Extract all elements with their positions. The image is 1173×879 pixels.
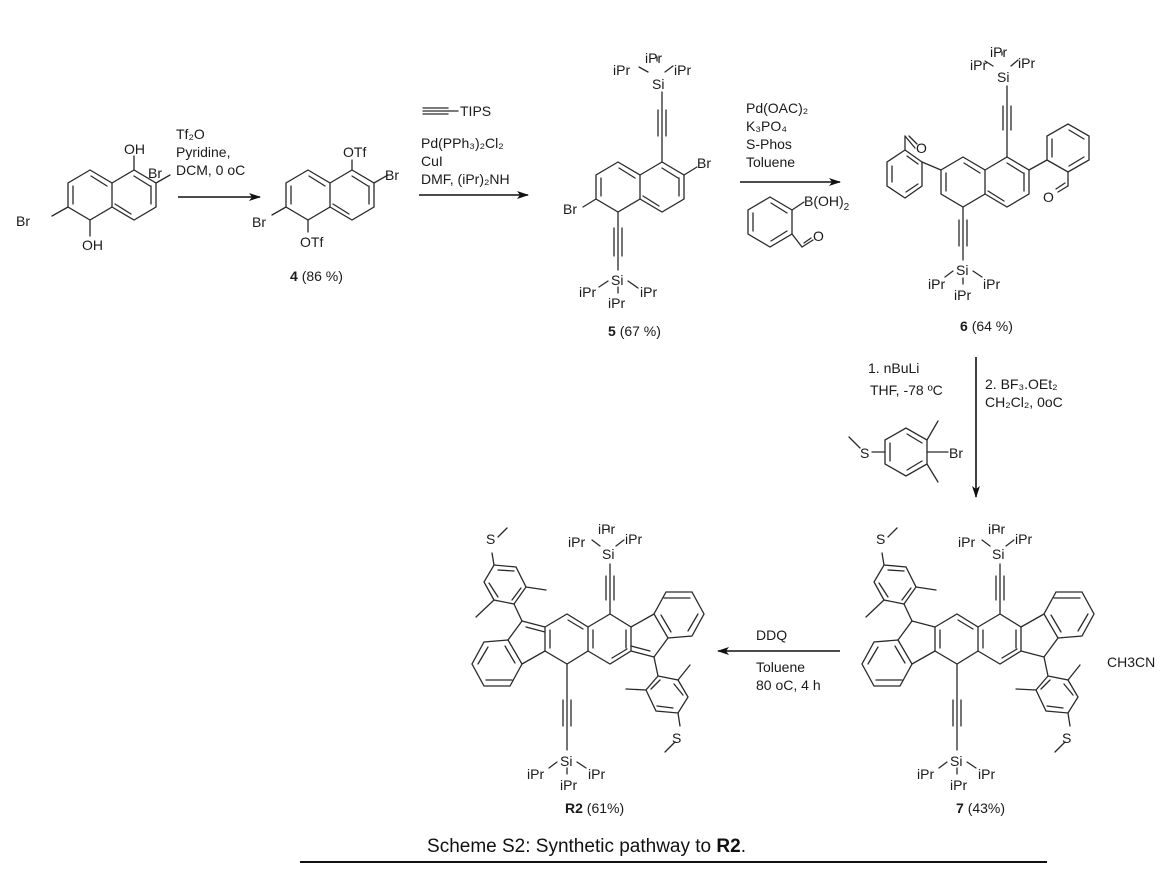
silicon-label: Si bbox=[611, 272, 623, 288]
compound-label: 5 (67 %) bbox=[608, 323, 661, 339]
step3-conditions: Pd(OAC)₂ K₃PO₄ S-Phos Toluene B(OH)2 O bbox=[740, 100, 850, 248]
compound-r2-structure: Si iPr iPr iPr S S Si iPr iPr iPr R2 (61… bbox=[471, 521, 705, 816]
reagent-line: DMF, (iPr)₂NH bbox=[421, 171, 510, 187]
sulfur-label: S bbox=[876, 531, 885, 547]
reagent-line: Pd(OAC)₂ bbox=[746, 100, 808, 116]
reagent-line: CH₂Cl₂, 0oC bbox=[985, 394, 1063, 410]
bromo-label: Br bbox=[16, 213, 30, 229]
isopropyl-label: iPr bbox=[588, 766, 605, 782]
reagent-line: S-Phos bbox=[746, 136, 792, 152]
aldehyde-oxygen-label: O bbox=[813, 228, 824, 244]
isopropyl-label: iPr bbox=[970, 57, 987, 73]
sulfur-label: S bbox=[860, 445, 869, 461]
isopropyl-label: iPr bbox=[640, 284, 657, 300]
compound-7-structure: Si iPr iPr iPr S S Si iPr iPr iPr 7 (43%… bbox=[861, 521, 1095, 816]
isopropyl-label: iPr bbox=[958, 534, 975, 550]
isopropyl-label: iPr bbox=[560, 777, 577, 793]
aldehyde-oxygen-label: O bbox=[1043, 189, 1054, 205]
compound-label: 4 (86 %) bbox=[290, 268, 343, 284]
boronic-acid-structure bbox=[747, 196, 814, 248]
isopropyl-label: iPr bbox=[568, 534, 585, 550]
reagent-line: Pyridine, bbox=[176, 144, 230, 160]
isopropyl-label: iPr bbox=[928, 276, 945, 292]
reagent-line: THF, -78 ºC bbox=[870, 382, 943, 398]
reagent-line: DCM, 0 oC bbox=[176, 162, 245, 178]
scheme-caption: Scheme S2: Synthetic pathway to R2. bbox=[0, 836, 1173, 858]
isopropyl-label: iPr bbox=[527, 766, 544, 782]
reagent-line: DDQ bbox=[756, 627, 787, 643]
caption-period: . bbox=[740, 836, 746, 857]
bromo-label: Br bbox=[252, 214, 266, 230]
isopropyl-label: iPr bbox=[608, 295, 625, 311]
reagent-line: 1. nBuLi bbox=[868, 360, 919, 376]
solvent-label: CH3CN bbox=[1107, 654, 1155, 670]
silicon-label: Si bbox=[956, 262, 968, 278]
compound-5-structure: Si iPr iPr iPr Br Br Si iPr iPr iPr 5 (6… bbox=[563, 50, 711, 339]
hydroxyl-label: OH bbox=[124, 141, 145, 157]
isopropyl-label: iPr bbox=[1018, 55, 1035, 71]
reagent-line: Toluene bbox=[756, 659, 805, 675]
caption-compound: R2 bbox=[716, 836, 741, 857]
reagent-line: 2. BF₃.OEt₂ bbox=[985, 376, 1058, 392]
caption-text: Scheme S2: Synthetic pathway to bbox=[427, 836, 717, 857]
isopropyl-label: iPr bbox=[598, 521, 615, 537]
compound-6-structure: Si iPr iPr iPr O O Si iPr iPr iPr 6 (64 … bbox=[886, 44, 1090, 334]
isopropyl-label: iPr bbox=[674, 62, 691, 78]
isopropyl-label: iPr bbox=[645, 50, 662, 66]
silicon-label: Si bbox=[950, 753, 962, 769]
bromo-label: Br bbox=[949, 445, 963, 461]
isopropyl-label: iPr bbox=[950, 777, 967, 793]
sulfur-label: S bbox=[1062, 730, 1071, 746]
step5-conditions: DDQ Toluene 80 oC, 4 h bbox=[717, 627, 840, 693]
bromo-label: Br bbox=[148, 165, 162, 181]
silicon-label: Si bbox=[997, 69, 1009, 85]
starting-material-structure: OH Br OH Br bbox=[16, 141, 171, 253]
boronic-acid-label: B(OH)2 bbox=[804, 193, 850, 213]
step2-conditions: TIPS Pd(PPh₃)₂Cl₂ CuI DMF, (iPr)₂NH bbox=[419, 103, 529, 199]
alkyne-icon bbox=[422, 107, 459, 115]
reagent-line: Toluene bbox=[746, 154, 795, 170]
silicon-label: Si bbox=[992, 546, 1004, 562]
step4-conditions: 1. nBuLi THF, -78 ºC 2. BF₃.OEt₂ CH₂Cl₂,… bbox=[848, 357, 1063, 498]
caption-rule bbox=[300, 861, 1047, 863]
isopropyl-label: iPr bbox=[988, 521, 1005, 537]
isopropyl-label: iPr bbox=[579, 284, 596, 300]
bromo-label: Br bbox=[563, 201, 577, 217]
aryl-bromide-structure bbox=[848, 420, 949, 483]
isopropyl-label: iPr bbox=[625, 531, 642, 547]
isopropyl-label: iPr bbox=[978, 766, 995, 782]
aldehyde-oxygen-label: O bbox=[916, 140, 927, 156]
bromo-label: Br bbox=[697, 155, 711, 171]
triflate-label: OTf bbox=[300, 234, 323, 250]
triflate-label: OTf bbox=[343, 144, 366, 160]
silicon-label: Si bbox=[602, 546, 614, 562]
reagent-line: Tf₂O bbox=[176, 126, 205, 142]
compound-label: R2 (61%) bbox=[565, 800, 624, 816]
hydroxyl-label: OH bbox=[82, 237, 103, 253]
step1-conditions: Tf₂O Pyridine, DCM, 0 oC bbox=[176, 126, 261, 201]
isopropyl-label: iPr bbox=[917, 766, 934, 782]
compound-label: 6 (64 %) bbox=[960, 318, 1013, 334]
sulfur-label: S bbox=[672, 730, 681, 746]
tips-label: TIPS bbox=[460, 103, 491, 119]
isopropyl-label: iPr bbox=[990, 44, 1007, 60]
reagent-line: CuI bbox=[421, 153, 443, 169]
reagent-line: 80 oC, 4 h bbox=[756, 677, 821, 693]
isopropyl-label: iPr bbox=[983, 276, 1000, 292]
isopropyl-label: iPr bbox=[1015, 531, 1032, 547]
bromo-label: Br bbox=[385, 167, 399, 183]
reagent-line: K₃PO₄ bbox=[746, 118, 787, 134]
compound-4-structure: OTf Br OTf Br 4 (86 %) bbox=[252, 144, 399, 284]
isopropyl-label: iPr bbox=[954, 287, 971, 303]
silicon-label: Si bbox=[652, 76, 664, 92]
reagent-line: Pd(PPh₃)₂Cl₂ bbox=[421, 135, 504, 151]
sulfur-label: S bbox=[486, 531, 495, 547]
silicon-label: Si bbox=[560, 753, 572, 769]
isopropyl-label: iPr bbox=[613, 62, 630, 78]
compound-label: 7 (43%) bbox=[956, 800, 1005, 816]
